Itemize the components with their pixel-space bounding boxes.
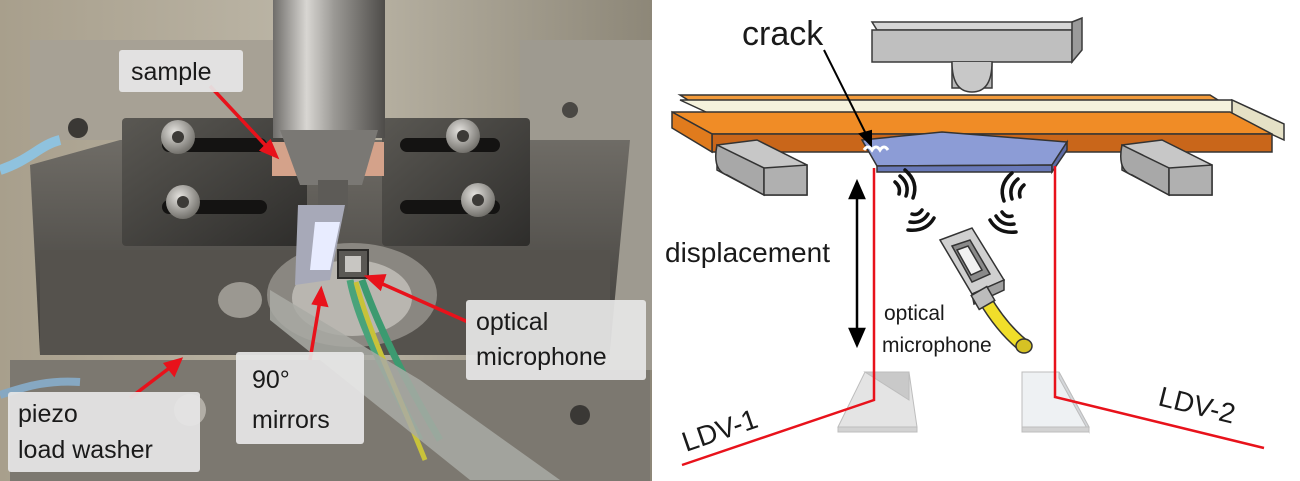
- label-box-optical-microphone: [466, 300, 646, 380]
- label-optical-microphone-line2: microphone: [476, 343, 607, 371]
- label-mirrors-line2: mirrors: [252, 406, 330, 434]
- label-optical-microphone-line1: optical: [884, 302, 945, 325]
- label-piezo-line1: piezo: [18, 400, 78, 428]
- mirror-left-face: [310, 222, 340, 270]
- blue-tube: [0, 135, 62, 175]
- support-right: [1120, 139, 1213, 197]
- sound-waves-icon: [893, 168, 1026, 234]
- optical-microphone: [938, 227, 1033, 354]
- blue-tube: [0, 377, 81, 399]
- loading-rod: [273, 0, 385, 138]
- label-optical-microphone-line1: optical: [476, 308, 548, 336]
- hole: [68, 118, 88, 138]
- block-bore-left: [218, 282, 262, 318]
- setup-photo: sample optical microphone 90° mirrors pi…: [0, 0, 652, 481]
- hole: [570, 405, 590, 425]
- setup-diagram: crack displacement optical microp: [652, 0, 1300, 481]
- beam-cream-end: [1231, 98, 1285, 142]
- loading-head: [870, 16, 1083, 93]
- label-crack: crack: [742, 15, 824, 53]
- displacement-arrow: [848, 178, 866, 349]
- label-box-piezo: [8, 392, 200, 472]
- label-displacement: displacement: [665, 237, 830, 268]
- label-box-mirrors: [236, 352, 364, 444]
- ldv2-beam: [1053, 166, 1265, 450]
- label-mirrors-line1: 90°: [252, 366, 290, 394]
- sample: [860, 131, 1069, 175]
- beam-orange-side: [671, 110, 713, 154]
- crack-marker: [862, 145, 890, 153]
- photo-arrows: [128, 84, 469, 400]
- label-optical-microphone-line2: microphone: [882, 334, 992, 357]
- rod-tip: [280, 130, 378, 185]
- laser-beams: [681, 166, 1265, 467]
- metal-rail: [270, 290, 560, 480]
- label-box-sample: [119, 50, 243, 92]
- hole: [562, 102, 578, 118]
- crack-arrow: [823, 49, 872, 148]
- beam-orange: [671, 111, 1273, 135]
- support-left: [715, 139, 808, 197]
- label-sample: sample: [131, 58, 212, 86]
- label-piezo-line2: load washer: [18, 436, 153, 464]
- ldv1-beam: [681, 168, 876, 467]
